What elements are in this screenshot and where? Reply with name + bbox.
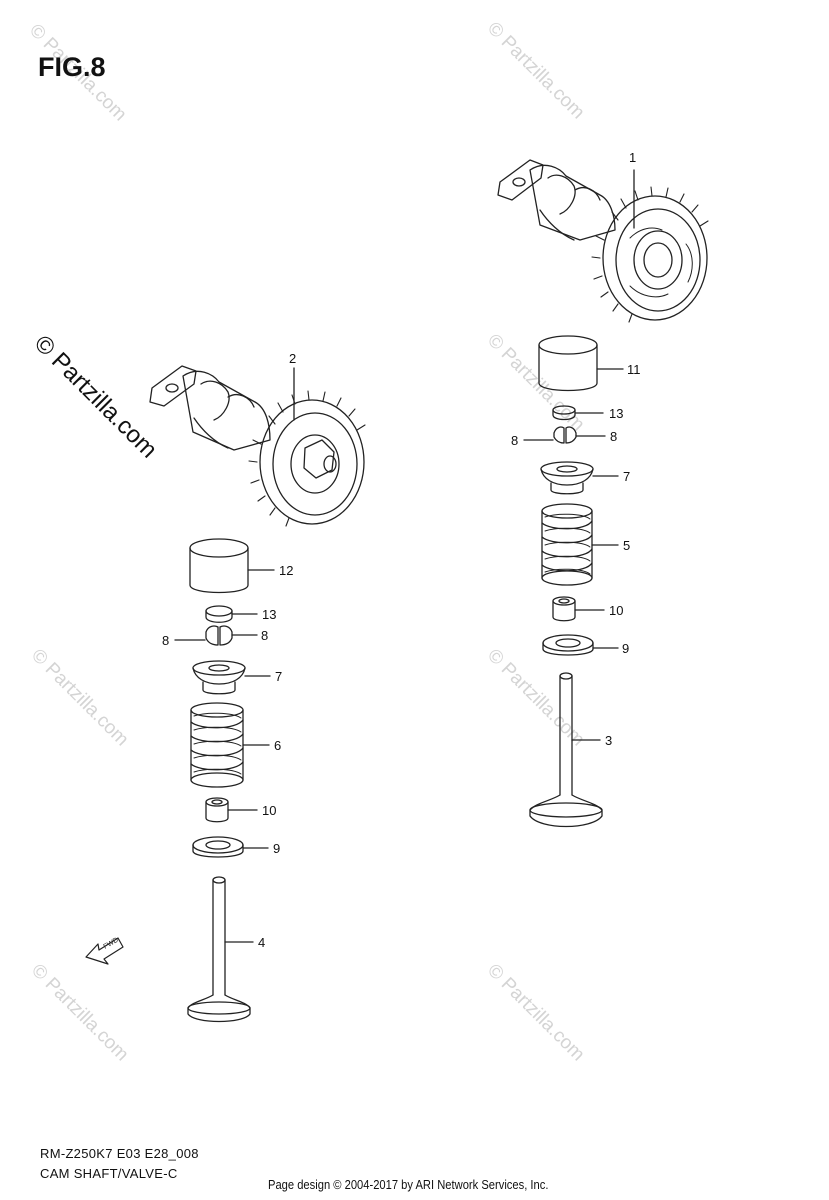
valve-4 [187, 876, 254, 1023]
spring-seat-9-right [542, 634, 619, 656]
callout-8: 8 [511, 433, 519, 448]
model-code: RM-Z250K7 E03 E28_008 [40, 1146, 199, 1161]
callout-8: 8 [261, 628, 269, 643]
spring-seat-9-left [192, 836, 269, 858]
cotter-8-right [523, 426, 606, 444]
fwd-label: FWD [103, 937, 120, 951]
callout-7: 7 [275, 669, 283, 684]
camshaft-2 [149, 365, 366, 527]
callout-11: 11 [627, 362, 641, 377]
callout-8: 8 [162, 633, 170, 648]
valve-seal-10-left [205, 797, 258, 823]
fwd-arrow: FWD [85, 937, 124, 965]
shim-13-right [552, 405, 604, 421]
tappet-11 [538, 335, 624, 392]
callout-8: 8 [610, 429, 618, 444]
callout-3: 3 [605, 733, 613, 748]
figure-title: FIG.8 [38, 52, 106, 82]
section-title: CAM SHAFT/VALVE-C [40, 1166, 178, 1181]
callout-9: 9 [273, 841, 281, 856]
callout-9: 9 [622, 641, 630, 656]
callout-5: 5 [623, 538, 631, 553]
callout-2: 2 [289, 351, 297, 366]
shim-13 [205, 605, 258, 623]
spring-6 [190, 702, 270, 788]
valve-3 [529, 672, 603, 828]
tappet-12 [189, 538, 275, 594]
callout-13: 13 [262, 607, 277, 622]
callout-10: 10 [609, 603, 624, 618]
valve-seal-10-right [552, 596, 605, 622]
callout-1: 1 [629, 150, 637, 165]
spring-5 [541, 503, 619, 586]
retainer-7-left [192, 660, 271, 695]
retainer-7-right [540, 461, 619, 495]
callout-13: 13 [609, 406, 624, 421]
callout-12: 12 [279, 563, 294, 578]
callout-4: 4 [258, 935, 266, 950]
footer-credit: Page design © 2004-2017 by ARI Network S… [268, 1177, 549, 1192]
callout-6: 6 [274, 738, 282, 753]
camshaft-1 [497, 159, 709, 323]
callout-7: 7 [623, 469, 631, 484]
cotter-8-left [174, 625, 258, 646]
callout-10: 10 [262, 803, 277, 818]
